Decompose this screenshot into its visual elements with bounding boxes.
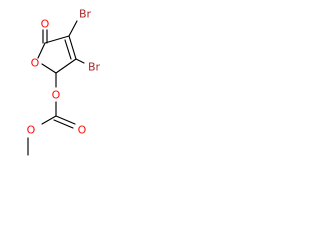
bond-c3-br [75, 58, 85, 64]
bond-carbonate-methoxy-o [41, 115, 57, 125]
bonds [27, 20, 85, 156]
atom-ester-oxygen: O [52, 89, 61, 102]
bond-c3-c2 [55, 58, 77, 74]
bond-c4-c3-double-b [64, 39, 72, 60]
atom-methoxy-oxygen: O [27, 124, 36, 137]
atom-carbonate-carbonyl-oxygen: O [78, 124, 87, 137]
bond-c2-ring-o [41, 63, 57, 74]
atom-bromine-top: Br [79, 8, 92, 21]
molecule-structure: O Br O Br O O O [27, 8, 101, 156]
bond-carbonate-double-b [53, 119, 74, 129]
bond-carbonate-double-a [55, 115, 76, 125]
atom-ring-oxygen: O [31, 57, 40, 70]
atom-carbonyl-oxygen: O [41, 18, 50, 31]
atom-labels: O Br O Br O O O [27, 8, 101, 137]
bond-c4-br [68, 20, 78, 37]
bond-c5-c4 [44, 35, 70, 44]
atom-bromine-right: Br [88, 61, 101, 74]
bond-ring-o-c5 [37, 42, 46, 59]
bond-c4-c3-double-a [68, 35, 77, 60]
